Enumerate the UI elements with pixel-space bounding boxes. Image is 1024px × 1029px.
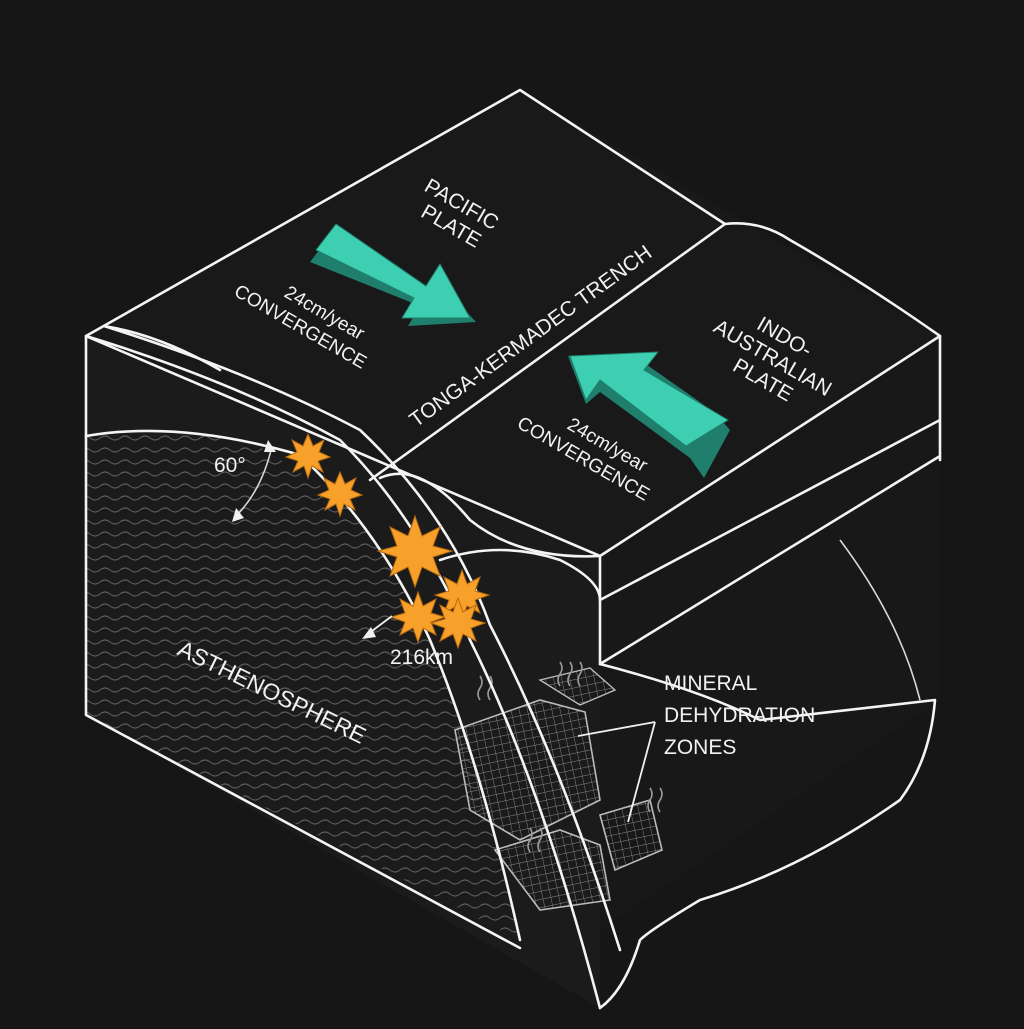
slab-right-edge bbox=[839, 539, 921, 701]
starburst-icon bbox=[376, 514, 454, 589]
depth-label: 216km bbox=[390, 646, 453, 669]
svg-text:MINERAL: MINERAL bbox=[664, 672, 757, 695]
starburst-icon bbox=[316, 470, 364, 518]
block-edges bbox=[84, 88, 942, 950]
depth-arrow-icon bbox=[362, 615, 393, 639]
slab-tail-right bbox=[598, 662, 937, 1010]
top-face bbox=[86, 90, 940, 556]
right-face bbox=[600, 336, 940, 930]
steam-icon bbox=[527, 827, 543, 853]
svg-text:DEHYDRATION: DEHYDRATION bbox=[664, 704, 815, 727]
slab-inner-line bbox=[102, 324, 622, 952]
steam-icon bbox=[557, 661, 583, 687]
mineral-zones-label: MINERAL DEHYDRATION ZONES bbox=[664, 672, 815, 759]
right-face-outline bbox=[598, 334, 942, 666]
overriding-plate-underside bbox=[438, 548, 602, 602]
earthquakes bbox=[284, 432, 491, 650]
svg-text:ZONES: ZONES bbox=[664, 736, 736, 759]
slab-lower-line bbox=[298, 453, 522, 942]
overriding-plate-curve bbox=[378, 472, 602, 558]
starburst-icon bbox=[429, 596, 487, 650]
pacific-arrow-icon bbox=[310, 223, 476, 326]
zone-leader-lines bbox=[577, 721, 656, 823]
starburst-icon bbox=[389, 590, 447, 644]
dehydration-block bbox=[454, 699, 601, 841]
starburst-icon bbox=[284, 432, 332, 480]
steam-icon bbox=[477, 675, 493, 701]
angle-indicator bbox=[232, 440, 276, 522]
left-face-outline bbox=[84, 334, 602, 950]
steam-icons bbox=[477, 661, 663, 853]
dehydration-blocks bbox=[454, 667, 663, 911]
top-outline bbox=[84, 88, 942, 558]
trench-line bbox=[368, 222, 727, 482]
angle-label: 60° bbox=[214, 454, 246, 477]
steam-icon bbox=[647, 787, 663, 813]
indo-arrow-icon bbox=[568, 351, 730, 478]
asthenosphere-region bbox=[86, 430, 520, 940]
